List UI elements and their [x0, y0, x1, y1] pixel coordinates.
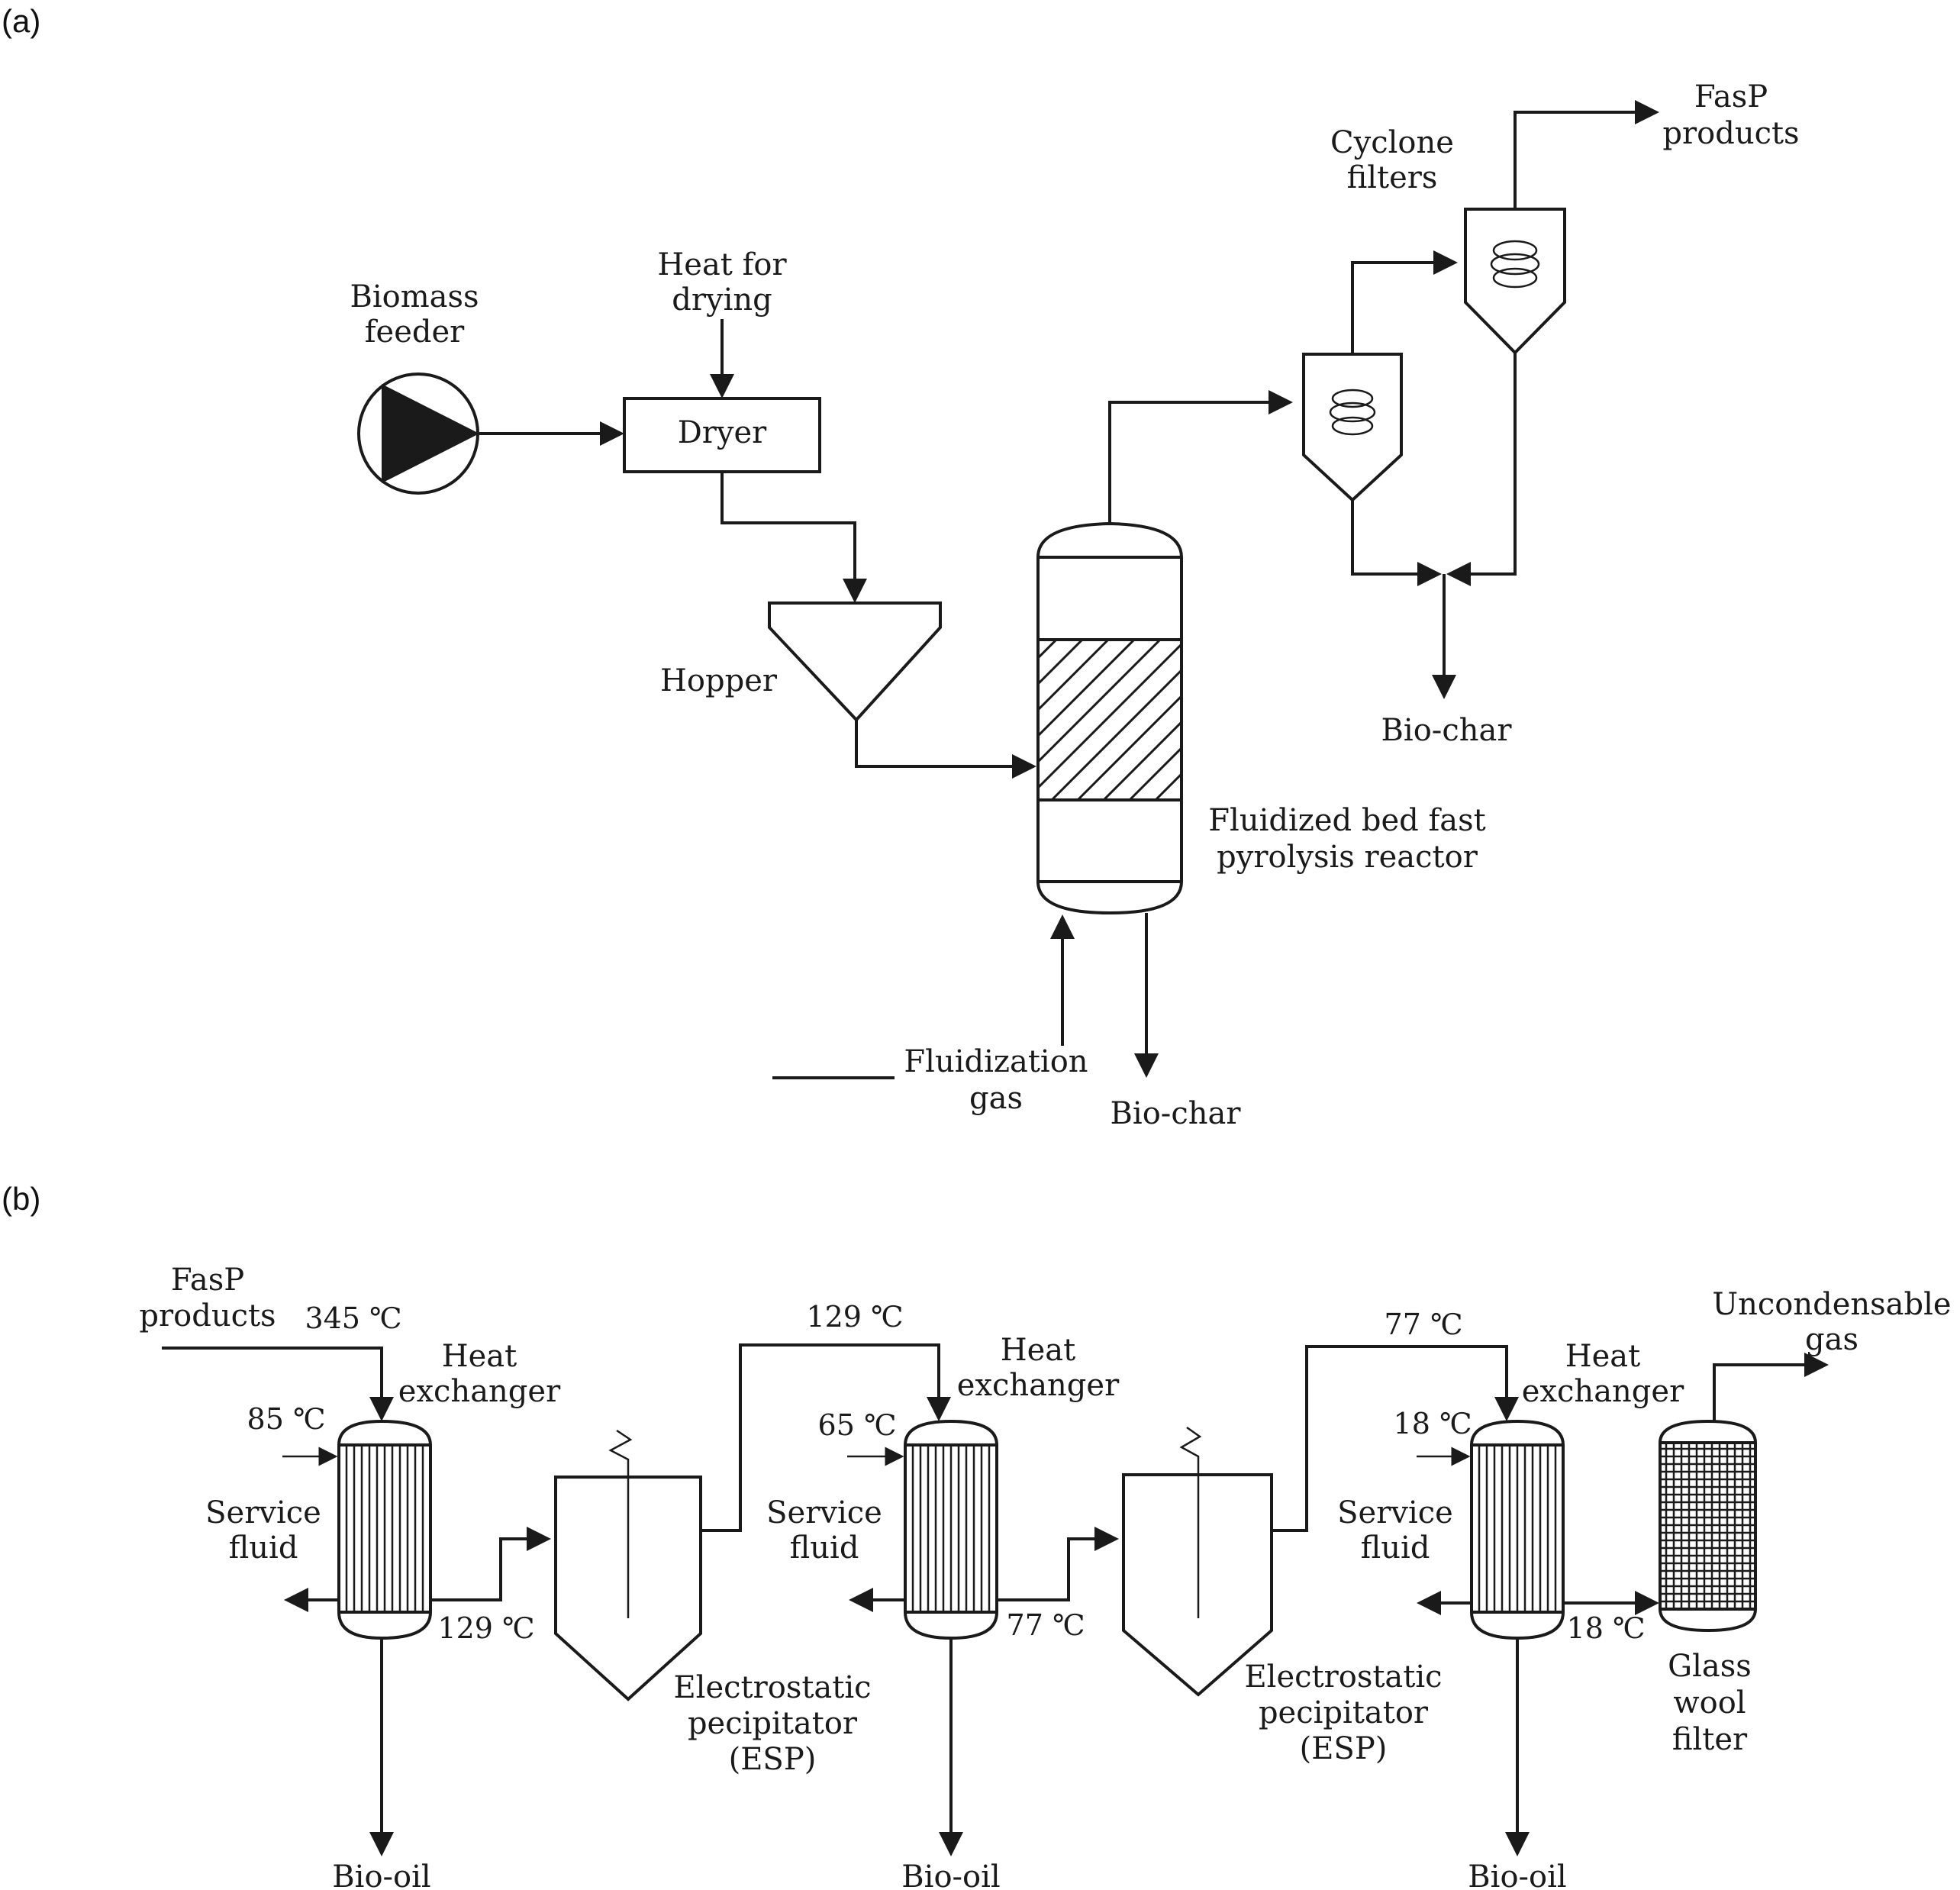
biomass-feeder-pump-icon	[357, 373, 479, 495]
glass-wool-label-1: Glass	[1668, 1649, 1752, 1684]
heat-exchanger-1	[337, 1419, 432, 1640]
hatch-line	[1076, 694, 1181, 800]
hx1-out-temp: 129 ℃	[437, 1611, 534, 1645]
dryer-to-hopper-arrow	[720, 472, 867, 603]
hatch-line	[1038, 640, 1162, 764]
reactor-label-1: Fluidized bed fast	[1208, 803, 1485, 838]
hatch-line	[1050, 668, 1181, 800]
reactor-label-2: pyrolysis reactor	[1217, 840, 1478, 875]
bio-oil-2-label: Bio-oil	[901, 1859, 1000, 1890]
bio-oil-1-label: Bio-oil	[332, 1859, 430, 1890]
fluidization-gas-label-2: gas	[969, 1081, 1023, 1116]
hx1-service-label-1: Service	[205, 1495, 321, 1530]
glass-wool-label-3: filter	[1672, 1722, 1748, 1757]
uncondensable-gas-label-2: gas	[1805, 1322, 1858, 1357]
esp2-label-3: (ESP)	[1300, 1731, 1388, 1766]
esp1-out-temp: 129 ℃	[806, 1300, 903, 1334]
hx1-label-1: Heat	[442, 1339, 517, 1374]
glass-wool-filter	[1659, 1419, 1757, 1633]
esp1-to-hx2-arrow	[701, 1343, 951, 1532]
cyclone1-char-arrow	[1351, 500, 1442, 586]
biomass-feeder-label-2: feeder	[365, 314, 465, 350]
panel-a-label: (a)	[2, 3, 40, 39]
reactor-to-cyclone1-arrow	[1108, 390, 1293, 524]
hx3-service-label-2: fluid	[1361, 1530, 1430, 1566]
cyclone-filters-label-1: Cyclone	[1330, 125, 1454, 160]
cyclone2-char-arrow	[1446, 353, 1517, 586]
hatch-line	[870, 624, 1046, 800]
hatch-line	[1038, 640, 1136, 738]
heat-exchanger-2	[904, 1419, 998, 1640]
bio-oil-3-label: Bio-oil	[1468, 1859, 1566, 1890]
hx1-to-esp1-arrow	[430, 1527, 551, 1601]
hatch-line	[1038, 640, 1059, 660]
a-fasp-products-label-1: FasP	[1694, 79, 1768, 114]
hx1-label-2: exchanger	[398, 1374, 561, 1409]
hx3-label-2: exchanger	[1522, 1374, 1684, 1409]
hatch-line	[1038, 642, 1181, 790]
products-to-hx1-arrow	[162, 1347, 394, 1421]
fluidized-bed-reactor	[870, 521, 1183, 915]
b-fasp-products-label-2: products	[139, 1298, 276, 1334]
hx3-out-temp: 18 ℃	[1567, 1611, 1646, 1645]
cyclone-filters-label-2: filters	[1347, 160, 1438, 195]
esp1-label-3: (ESP)	[729, 1742, 817, 1777]
hatch-line	[1038, 640, 1111, 712]
esp-1	[554, 1429, 702, 1701]
hatch-line	[1102, 720, 1181, 800]
dryer-label: Dryer	[678, 415, 767, 450]
uncondensable-gas-label-1: Uncondensable	[1712, 1287, 1951, 1322]
esp1-label-2: pecipitator	[688, 1706, 858, 1741]
biochar-bottom-label: Bio-char	[1111, 1096, 1242, 1131]
hx2-service-label-2: fluid	[790, 1530, 859, 1566]
esp2-label-1: Electrostatic	[1244, 1659, 1442, 1695]
fluidization-gas-label-1: Fluidization	[904, 1044, 1088, 1079]
hx2-label-1: Heat	[1001, 1333, 1075, 1368]
hx2-to-esp2-arrow	[997, 1527, 1119, 1601]
biochar-cyclone-label: Bio-char	[1381, 713, 1513, 748]
a-fasp-products-label-2: products	[1662, 116, 1799, 151]
cyclone-2-spiral-icon	[1490, 240, 1540, 289]
filter-mesh-grid	[1660, 1443, 1755, 1609]
hx3-service-in-temp: 18 ℃	[1394, 1407, 1472, 1440]
heat-for-drying-label-1: Heat for	[657, 247, 787, 282]
hx1-service-in-temp: 85 ℃	[247, 1402, 326, 1436]
hx2-service-in-temp: 65 ℃	[818, 1408, 897, 1442]
inlet-temp-label: 345 ℃	[305, 1301, 401, 1335]
hx2-service-label-1: Service	[766, 1495, 882, 1530]
hx3-label-1: Heat	[1565, 1339, 1640, 1374]
cyclone-2	[1464, 208, 1566, 355]
cyclone-1	[1302, 353, 1403, 502]
hopper-to-reactor-arrow	[855, 720, 1036, 779]
b-fasp-products-label-1: FasP	[171, 1263, 244, 1298]
panel-b-label: (b)	[2, 1181, 40, 1217]
esp2-out-temp: 77 ℃	[1385, 1308, 1463, 1341]
heat-for-drying-label-2: drying	[672, 282, 772, 318]
esp2-to-hx3-arrow	[1272, 1345, 1519, 1532]
hx3-service-label-1: Service	[1337, 1495, 1453, 1530]
esp2-label-2: pecipitator	[1259, 1695, 1429, 1730]
filter-to-gas-arrow	[1713, 1353, 1829, 1421]
hx2-out-temp: 77 ℃	[1007, 1608, 1085, 1642]
cyclone-1-spiral-icon	[1329, 389, 1376, 436]
hx2-label-2: exchanger	[957, 1368, 1120, 1403]
hx1-service-label-2: fluid	[229, 1530, 298, 1566]
reactor-bed-hatch	[870, 624, 1181, 800]
hatch-line	[1180, 798, 1181, 800]
cyclone2-to-products-arrow	[1514, 100, 1659, 209]
glass-wool-label-2: wool	[1673, 1685, 1746, 1721]
biomass-feeder-label-1: Biomass	[350, 279, 479, 314]
esp-2	[1122, 1426, 1273, 1697]
hopper-shape	[768, 602, 942, 722]
hopper-label: Hopper	[660, 663, 778, 698]
heat-exchanger-3	[1470, 1419, 1565, 1640]
hatch-line	[1038, 640, 1085, 686]
esp1-label-1: Electrostatic	[673, 1670, 871, 1705]
hatch-line	[1128, 746, 1181, 800]
cyclone1-to-cyclone2-arrow	[1351, 250, 1458, 354]
